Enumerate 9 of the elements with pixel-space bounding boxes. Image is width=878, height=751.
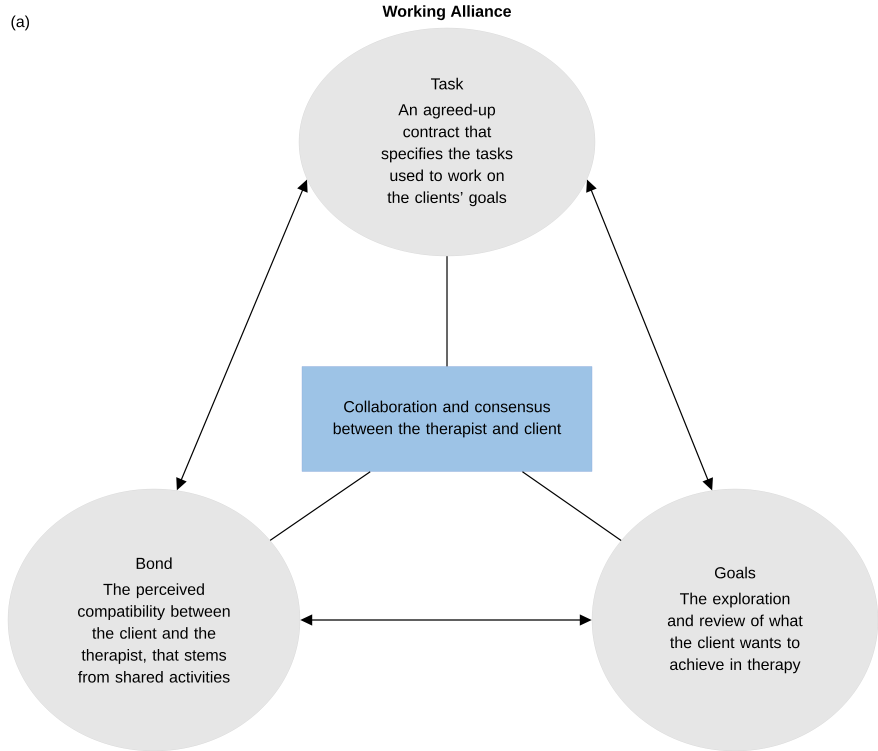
connector-line (270, 471, 371, 541)
process-box: Collaboration and consensus between the therapist and client (302, 366, 592, 472)
ellipse-node: Bond The perceived compatibility between the client and the therapist, that stems from shared activities (8, 488, 300, 751)
connector-line (522, 471, 622, 541)
ellipse-node: Task An agreed-up contract that specifies the tasks used to work on the clients’ goals (298, 28, 596, 256)
title: Working Alliance (382, 5, 511, 20)
panel-label: (a) (12, 16, 29, 30)
ellipse-node: Goals The exploration and review of what the client wants to achieve in therapy (592, 488, 878, 751)
connector-line (446, 256, 448, 366)
